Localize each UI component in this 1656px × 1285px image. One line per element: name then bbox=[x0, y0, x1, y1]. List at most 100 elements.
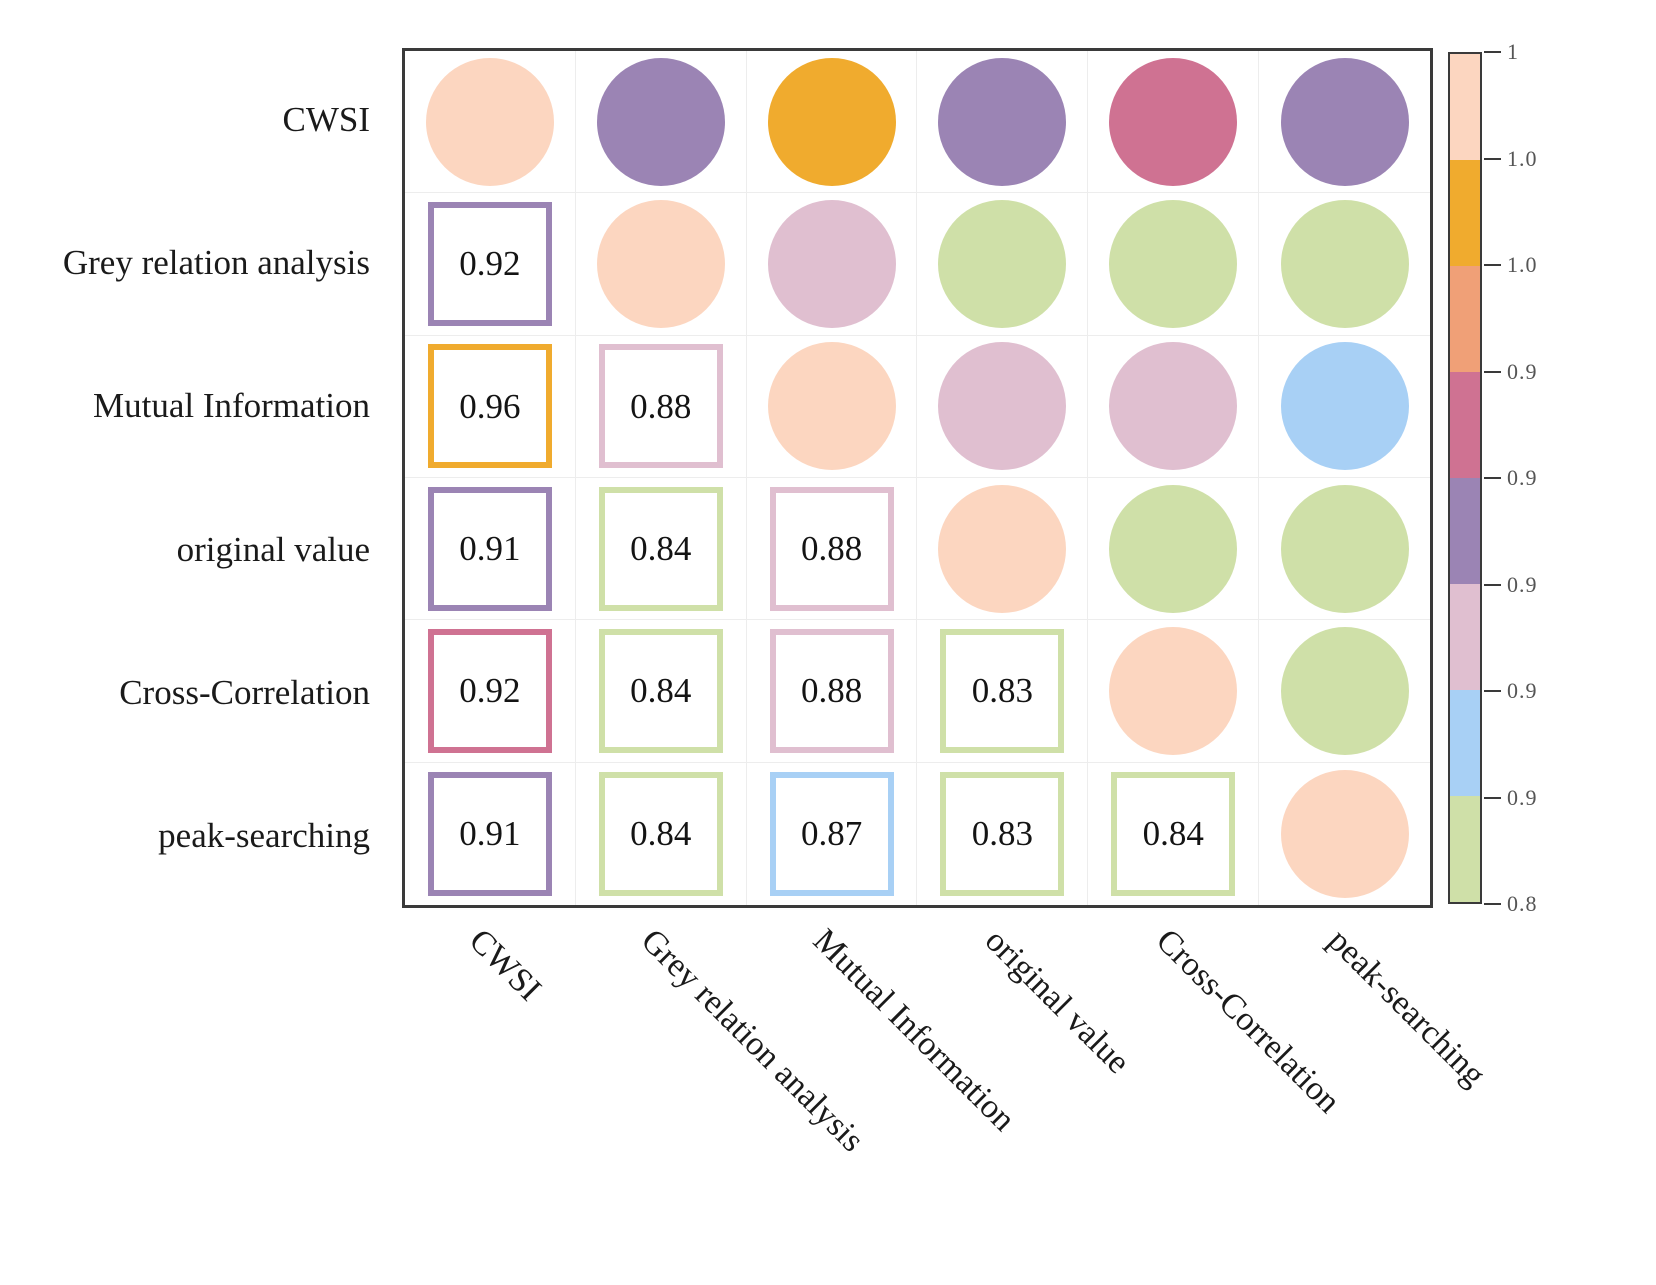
matrix-cell[interactable] bbox=[917, 193, 1089, 336]
column-label-slot: Grey relation analysis bbox=[574, 908, 871, 1159]
matrix-cell[interactable]: 0.91 bbox=[405, 762, 576, 905]
matrix-cell[interactable]: 0.84 bbox=[576, 762, 747, 905]
correlation-circle bbox=[1109, 342, 1238, 471]
correlation-square: 0.92 bbox=[427, 201, 552, 326]
matrix-cell[interactable]: 0.84 bbox=[575, 620, 747, 763]
correlation-square: 0.83 bbox=[940, 628, 1065, 753]
matrix-cell[interactable]: 0.84 bbox=[575, 477, 747, 621]
row-label: original value bbox=[176, 529, 370, 569]
correlation-circle bbox=[1109, 626, 1238, 755]
column-label: CWSI bbox=[461, 922, 549, 1009]
correlation-circle bbox=[1280, 769, 1409, 898]
matrix-cell[interactable]: 0.88 bbox=[575, 335, 747, 478]
colorbar-band bbox=[1450, 266, 1480, 372]
correlation-circle bbox=[767, 342, 896, 471]
correlation-square: 0.84 bbox=[1111, 771, 1236, 896]
matrix-cell[interactable]: 0.83 bbox=[917, 620, 1089, 763]
column-label: peak-searching bbox=[1320, 922, 1493, 1094]
matrix-cell[interactable]: 0.83 bbox=[917, 762, 1089, 905]
colorbar-band bbox=[1450, 54, 1480, 160]
matrix-cell[interactable] bbox=[1259, 336, 1430, 478]
row-label: CWSI bbox=[282, 99, 371, 139]
colorbar-tick: 1.0 bbox=[1484, 252, 1538, 278]
correlation-circle bbox=[767, 199, 896, 328]
matrix-cell[interactable] bbox=[1259, 763, 1430, 905]
colorbar-tick-label: 0.9 bbox=[1507, 678, 1538, 703]
correlation-value: 0.87 bbox=[800, 814, 863, 854]
matrix-cell[interactable]: 0.91 bbox=[405, 477, 576, 621]
matrix-cell[interactable] bbox=[746, 335, 918, 478]
tick-mark-icon bbox=[1484, 903, 1501, 905]
matrix-cell[interactable] bbox=[1088, 477, 1260, 621]
matrix-cell[interactable]: 0.92 bbox=[405, 620, 576, 763]
matrix-cell[interactable]: 0.84 bbox=[1088, 762, 1260, 905]
tick-mark-icon bbox=[1484, 264, 1501, 266]
matrix-cell[interactable]: 0.88 bbox=[746, 620, 918, 763]
colorbar-tick-label: 0.8 bbox=[1507, 891, 1538, 916]
matrix-cell[interactable] bbox=[746, 51, 918, 194]
matrix-cell[interactable] bbox=[1259, 193, 1430, 336]
matrix-cell[interactable] bbox=[575, 51, 747, 194]
matrix-cell[interactable] bbox=[917, 51, 1089, 194]
matrix-cell[interactable] bbox=[1259, 51, 1430, 194]
colorbar-tick-label: 1 bbox=[1507, 39, 1519, 64]
matrix-cell[interactable] bbox=[1088, 620, 1260, 763]
correlation-circle bbox=[1280, 57, 1409, 186]
column-label-slot: Mutual Information bbox=[746, 908, 1021, 1138]
row-label: Grey relation analysis bbox=[62, 242, 370, 282]
matrix-cell[interactable] bbox=[575, 193, 747, 336]
matrix-cell[interactable] bbox=[1088, 335, 1260, 478]
colorbar-band bbox=[1450, 160, 1480, 266]
colorbar-band bbox=[1450, 372, 1480, 478]
correlation-circle bbox=[938, 342, 1067, 471]
correlation-circle bbox=[596, 199, 725, 328]
colorbar-band bbox=[1450, 478, 1480, 584]
colorbar-band bbox=[1450, 584, 1480, 690]
column-label-slot: original value bbox=[918, 908, 1136, 1081]
column-label-slot: Cross-Correlation bbox=[1089, 908, 1347, 1120]
matrix-cell[interactable] bbox=[405, 51, 576, 194]
matrix-cell[interactable]: 0.92 bbox=[405, 193, 576, 336]
matrix-cell[interactable]: 0.96 bbox=[405, 335, 576, 478]
correlation-value: 0.84 bbox=[630, 814, 692, 854]
column-label: Cross-Correlation bbox=[1149, 922, 1348, 1121]
correlation-value: 0.88 bbox=[800, 529, 863, 569]
tick-mark-icon bbox=[1484, 370, 1501, 373]
colorbar-tick: 0.9 bbox=[1484, 359, 1538, 385]
correlation-value: 0.92 bbox=[459, 244, 521, 284]
colorbar-band bbox=[1450, 796, 1480, 902]
correlation-circle bbox=[1280, 626, 1409, 755]
matrix-cell[interactable] bbox=[917, 477, 1089, 621]
correlation-value: 0.84 bbox=[1142, 814, 1204, 854]
correlation-circle bbox=[938, 484, 1067, 613]
colorbar-tick: 0.8 bbox=[1484, 891, 1538, 917]
colorbar-tick: 0.9 bbox=[1484, 785, 1538, 811]
matrix-cell[interactable]: 0.87 bbox=[747, 762, 918, 905]
matrix-cell[interactable] bbox=[1088, 51, 1260, 194]
row-label: Cross-Correlation bbox=[119, 672, 370, 712]
correlation-circle bbox=[938, 57, 1067, 186]
matrix-cell[interactable]: 0.88 bbox=[746, 477, 918, 621]
matrix-cell[interactable] bbox=[1259, 478, 1430, 621]
colorbar-band bbox=[1450, 690, 1480, 796]
matrix-cell[interactable] bbox=[1088, 193, 1260, 336]
colorbar-tick-label: 0.9 bbox=[1507, 571, 1538, 597]
row-label: Mutual Information bbox=[92, 386, 370, 426]
matrix-cell[interactable] bbox=[1259, 620, 1430, 763]
colorbar-tick-label: 0.9 bbox=[1507, 784, 1538, 810]
correlation-circle bbox=[596, 57, 725, 186]
correlation-square: 0.88 bbox=[769, 628, 894, 753]
correlation-value: 0.88 bbox=[630, 386, 692, 426]
matrix-cell[interactable] bbox=[917, 335, 1089, 478]
matrix-cell[interactable] bbox=[746, 193, 918, 336]
column-label-slot: CWSI bbox=[402, 908, 574, 1008]
correlation-circle bbox=[1280, 484, 1409, 613]
correlation-square: 0.91 bbox=[427, 771, 552, 896]
correlation-square: 0.87 bbox=[769, 771, 894, 896]
colorbar bbox=[1448, 52, 1482, 904]
correlation-square: 0.84 bbox=[598, 771, 723, 896]
correlation-square: 0.83 bbox=[940, 771, 1065, 896]
correlation-value: 0.96 bbox=[459, 386, 521, 426]
